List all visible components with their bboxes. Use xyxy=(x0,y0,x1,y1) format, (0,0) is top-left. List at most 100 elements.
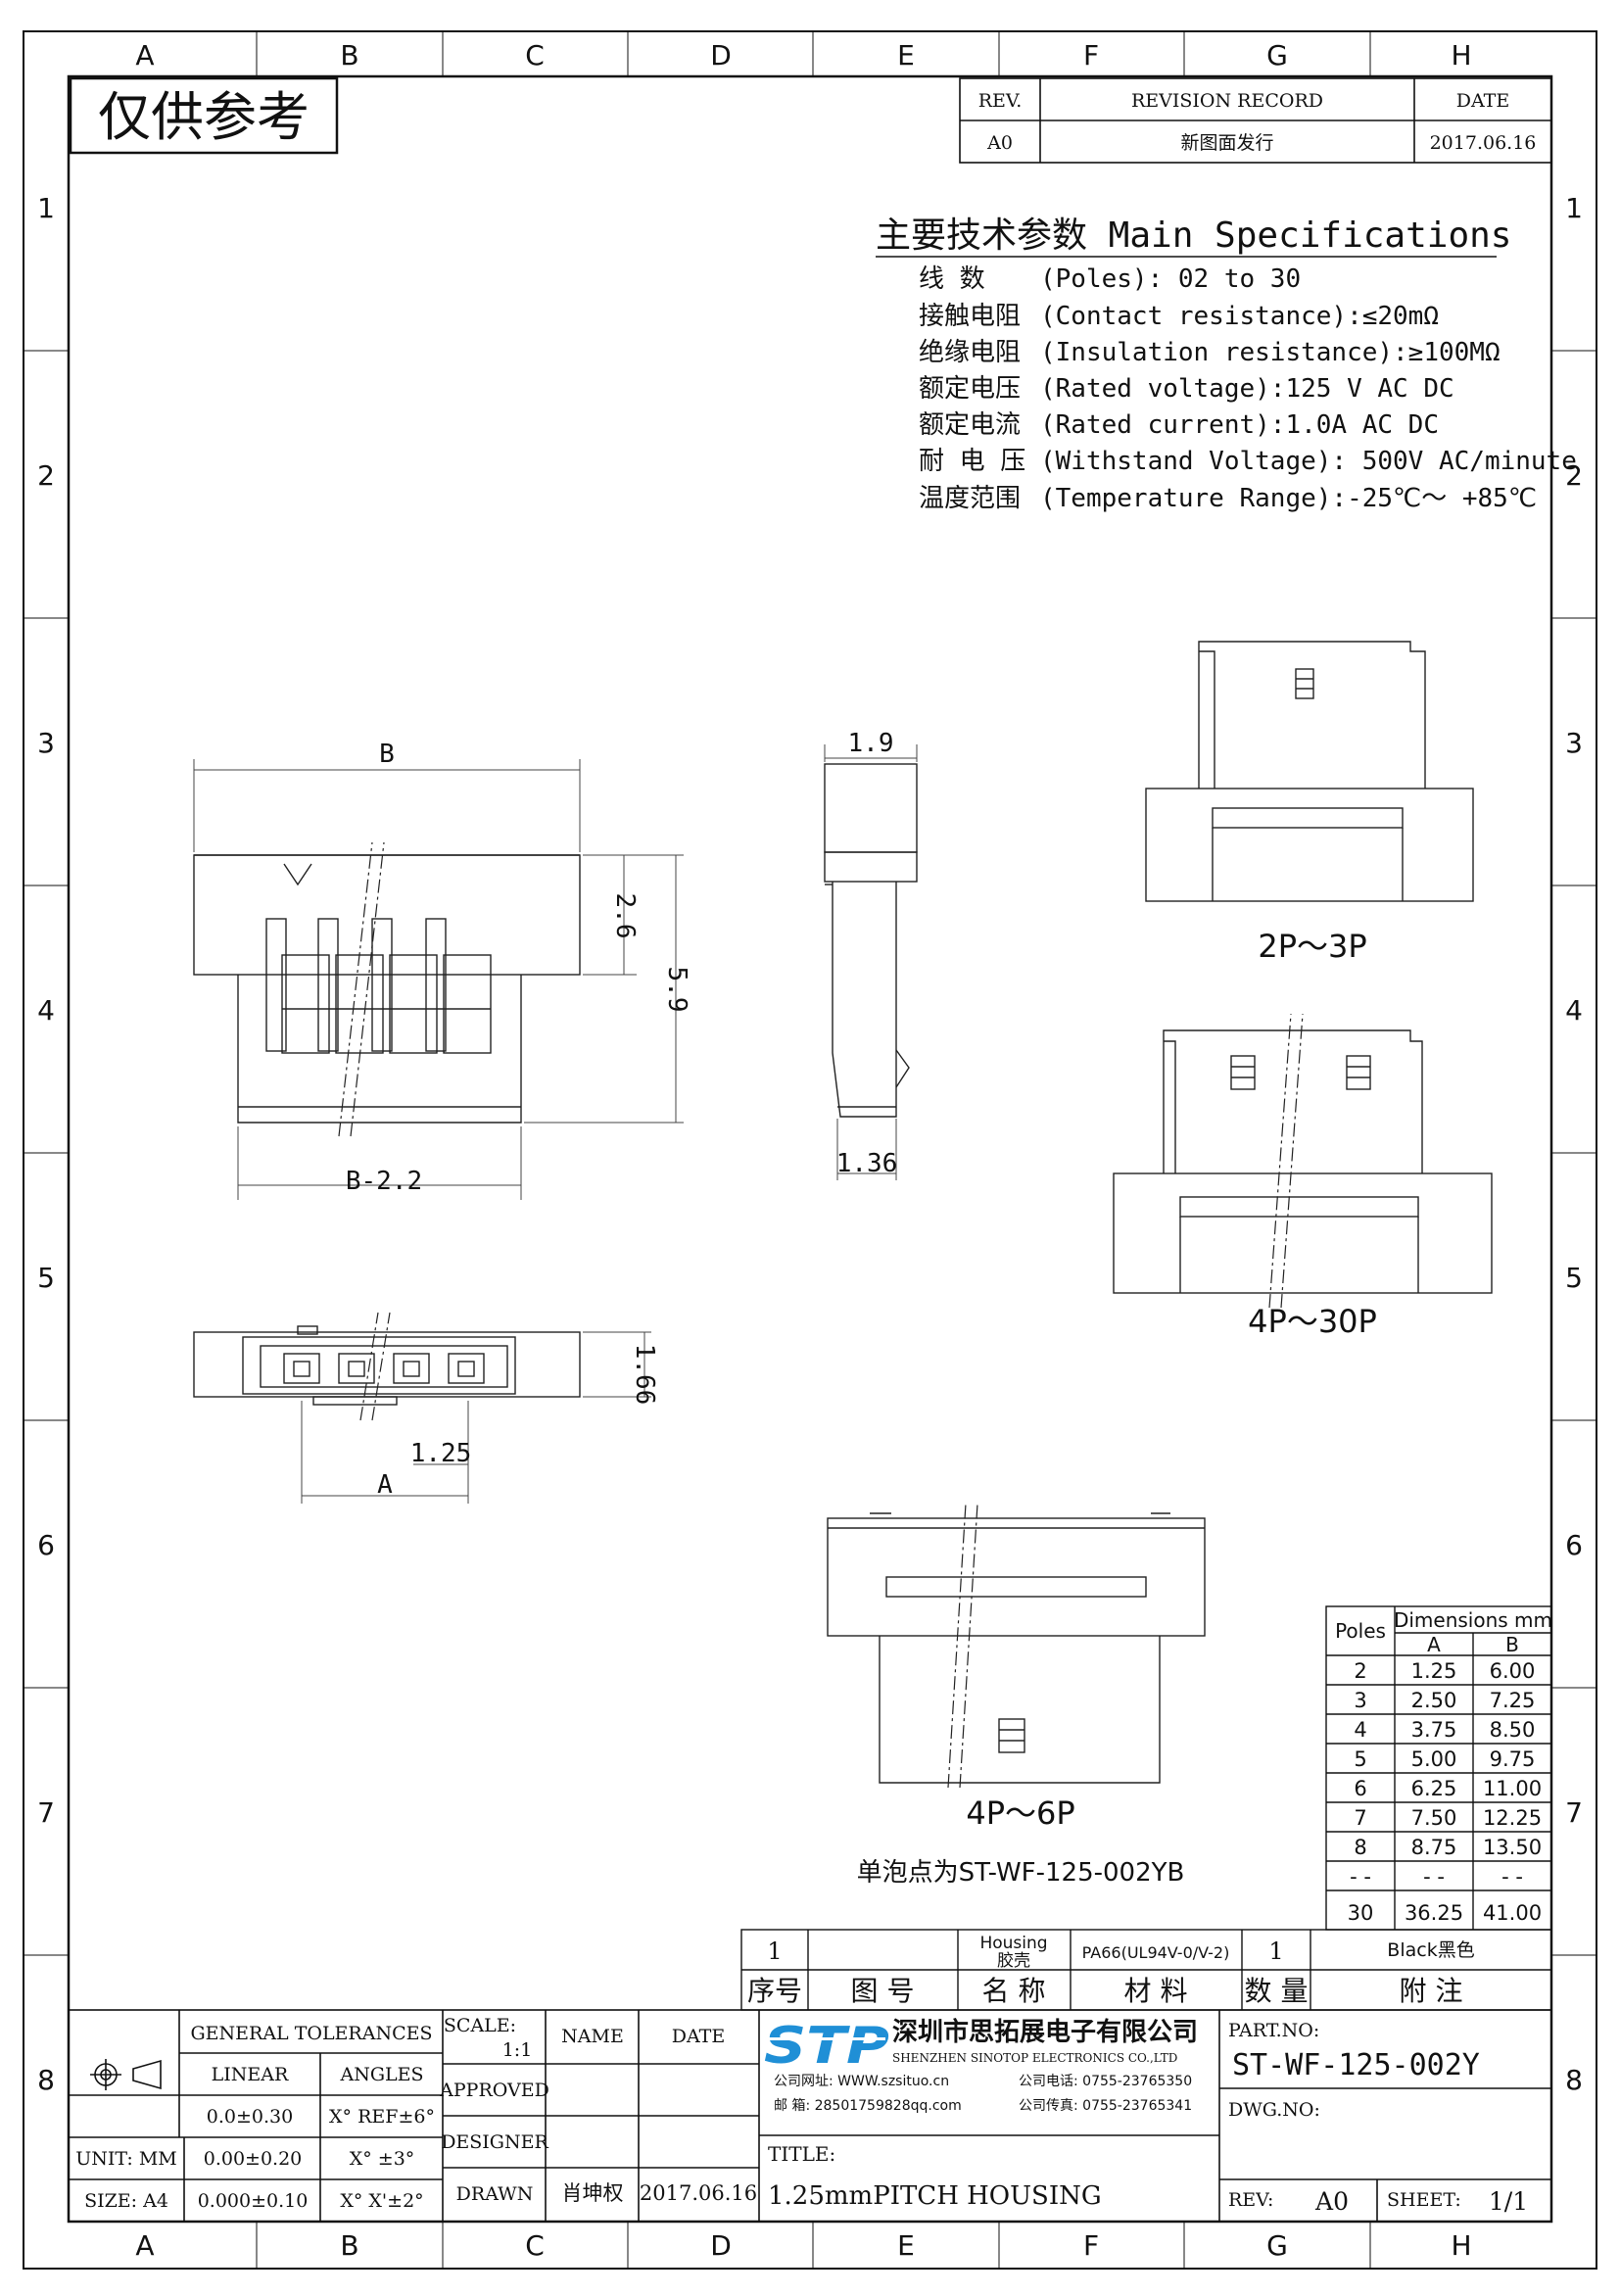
view-label-4p-30p: 4P～30P xyxy=(1248,1303,1377,1340)
col-label-top: F xyxy=(1083,39,1099,72)
company-fax: 公司传真: 0755-23765341 xyxy=(1019,2098,1192,2114)
table-cell: 7.25 xyxy=(1490,1689,1536,1712)
revision-block: REV. REVISION RECORD DATE A0 新图面发行 2017.… xyxy=(959,77,1552,164)
date-label: DATE xyxy=(672,2026,725,2047)
dwg-no-label: DWG.NO: xyxy=(1228,2099,1320,2121)
table-cell: 6 xyxy=(1354,1777,1366,1800)
col-label-bottom: B xyxy=(340,2229,358,2262)
tolerance-angle: X° REF±6° xyxy=(329,2106,435,2128)
revision-record-value: 新图面发行 xyxy=(1180,132,1273,154)
bom-header: 材 料 xyxy=(1124,1975,1188,2007)
spec-en: (Rated voltage):125 V AC DC xyxy=(1040,374,1454,404)
row-label-left: 1 xyxy=(37,192,55,224)
part-no-label: PART.NO: xyxy=(1228,2020,1319,2041)
col-label-top: B xyxy=(340,39,358,72)
rev-value: A0 xyxy=(1314,2187,1349,2216)
poles-header: Poles xyxy=(1335,1619,1386,1643)
col-label-bottom: F xyxy=(1083,2229,1099,2262)
dim-pitch: 1.25 xyxy=(410,1439,472,1468)
table-cell: - - xyxy=(1501,1865,1523,1889)
date-header: DATE xyxy=(1456,90,1509,112)
dim-5-9: 5.9 xyxy=(662,967,691,1013)
rev-value: A0 xyxy=(986,132,1013,154)
col-label-bottom: D xyxy=(710,2229,732,2262)
table-cell: 41.00 xyxy=(1483,1901,1542,1925)
bom-header: 图 号 xyxy=(851,1975,915,2007)
stamp-text: 仅供参考 xyxy=(98,86,310,148)
bill-of-materials: 1 Housing 胶壳 PA66(UL94V-0/V-2) 1 Black黑色… xyxy=(740,1929,1552,2011)
bom-remark: Black黑色 xyxy=(1387,1939,1474,1961)
scale-label: SCALE: xyxy=(444,2015,516,2036)
dim-1-36: 1.36 xyxy=(836,1149,898,1178)
row-label-right: 7 xyxy=(1565,1796,1583,1829)
table-cell: 30 xyxy=(1348,1901,1374,1925)
front-view: B B-2.2 2.6 5.9 xyxy=(193,740,691,1200)
sheet-value: 1/1 xyxy=(1489,2187,1528,2216)
spec-en: (Contact resistance):≤20mΩ xyxy=(1040,302,1439,331)
row-label-left: 7 xyxy=(37,1796,55,1829)
view-4p-6p: 4P～6P 单泡点为ST-WF-125-002YB xyxy=(827,1503,1206,1888)
logo-text: STP xyxy=(764,2017,889,2076)
col-label-top: G xyxy=(1266,39,1288,72)
table-cell: 36.25 xyxy=(1405,1901,1463,1925)
spec-cn: 线 数 xyxy=(919,264,985,294)
spec-cn: 温度范围 xyxy=(919,484,1021,513)
table-cell: 1.25 xyxy=(1411,1659,1457,1683)
dimensions-header: Dimensions mm xyxy=(1394,1608,1552,1632)
spec-en: (Withstand Voltage): 500V AC/minute xyxy=(1040,447,1577,476)
row-label-right: 5 xyxy=(1565,1262,1583,1294)
bom-header: 数 量 xyxy=(1245,1975,1309,2007)
specs-title: 主要技术参数 Main Specifications xyxy=(876,215,1511,256)
bom-item: 1 xyxy=(767,1937,782,1965)
tolerance-linear: 0.000±0.10 xyxy=(198,2190,309,2212)
drawn-label: DRAWN xyxy=(456,2183,534,2205)
drawn-name: 肖坤权 xyxy=(562,2181,624,2205)
bom-qty: 1 xyxy=(1268,1937,1283,1965)
tolerance-angle: X° ±3° xyxy=(350,2148,415,2170)
view-4p-30p: 4P～30P xyxy=(1113,1013,1493,1340)
tolerance-linear: 0.0±0.30 xyxy=(207,2106,293,2128)
row-label-left: 5 xyxy=(37,1262,55,1294)
drawn-date: 2017.06.16 xyxy=(640,2181,757,2205)
main-specifications: 主要技术参数 Main Specifications 线 数 (Poles): … xyxy=(876,215,1577,513)
table-cell: 4 xyxy=(1354,1718,1366,1742)
spec-cn: 接触电阻 xyxy=(919,302,1021,331)
grid-labels: A B C D E F G H A B C D E F G H 1 2 3 4 … xyxy=(37,39,1583,2262)
spec-en: (Poles): 02 to 30 xyxy=(1040,264,1301,294)
bom-material: PA66(UL94V-0/V-2) xyxy=(1082,1943,1230,1962)
col-label-bottom: H xyxy=(1451,2229,1471,2262)
col-label-bottom: E xyxy=(897,2229,915,2262)
company-name-en: SHENZHEN SINOTOP ELECTRONICS CO.,LTD xyxy=(892,2051,1177,2065)
spec-cn: 绝缘电阻 xyxy=(919,338,1021,367)
unit-label: UNIT: MM xyxy=(75,2148,177,2170)
row-label-left: 8 xyxy=(37,2064,55,2096)
table-cell: 9.75 xyxy=(1490,1747,1536,1771)
side-view: 1.9 1.36 xyxy=(824,729,918,1180)
table-cell: 11.00 xyxy=(1483,1777,1542,1800)
company-phone: 公司电话: 0755-23765350 xyxy=(1019,2074,1192,2089)
col-b-header: B xyxy=(1505,1633,1519,1656)
bottom-view: 1.25 A 1.66 xyxy=(193,1312,659,1504)
col-label-top: A xyxy=(135,39,154,72)
title-label: TITLE: xyxy=(768,2142,835,2166)
table-cell: 6.00 xyxy=(1490,1659,1536,1683)
table-cell: 7.50 xyxy=(1411,1806,1457,1830)
row-label-right: 2 xyxy=(1565,459,1583,492)
name-label: NAME xyxy=(561,2026,624,2047)
rev-label: REV: xyxy=(1228,2189,1273,2211)
dim-1-66: 1.66 xyxy=(630,1344,659,1406)
table-cell: 8 xyxy=(1354,1836,1366,1859)
projection-symbol-icon xyxy=(90,2059,162,2090)
row-label-right: 4 xyxy=(1565,994,1583,1027)
bom-name-cn: 胶壳 xyxy=(997,1951,1030,1971)
table-cell: 5 xyxy=(1354,1747,1366,1771)
view-2p-3p: 2P～3P xyxy=(1145,641,1474,965)
scale-value: 1:1 xyxy=(502,2039,533,2061)
row-label-right: 3 xyxy=(1565,727,1583,759)
company-website: 公司网址: WWW.szsituo.cn xyxy=(774,2074,949,2089)
bom-header: 序号 xyxy=(747,1975,802,2007)
company-logo: STP xyxy=(764,2017,889,2076)
spec-cn: 额定电流 xyxy=(919,410,1021,440)
